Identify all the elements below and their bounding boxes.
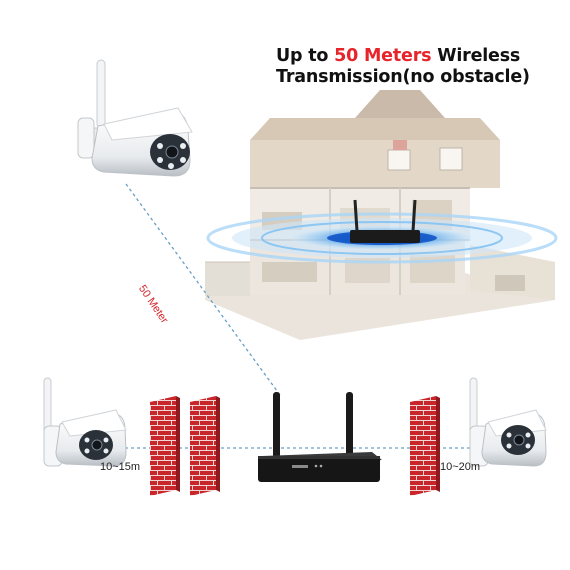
headline-prefix: Up to [276, 46, 335, 66]
headline-line-2: Transmission(no obstacle) [276, 67, 530, 87]
brick-wall-icon-1 [150, 396, 180, 496]
headline-line-1: Up to 50 Meters Wireless [276, 46, 566, 67]
range-label-left: 10~15m [100, 461, 141, 473]
camera-icon-left [43, 377, 127, 467]
headline: Up to 50 Meters Wireless Transmission(no… [276, 46, 566, 88]
distance-line-50m [125, 183, 281, 396]
camera-icon-right [469, 377, 547, 467]
range-label-right: 10~20m [440, 461, 481, 473]
nvr-in-house-icon [350, 199, 420, 243]
headline-highlight: 50 Meters [334, 46, 432, 66]
nvr-router-icon [258, 392, 382, 482]
brick-wall-icon-2 [190, 396, 220, 496]
brick-wall-icon-3 [410, 396, 440, 496]
headline-suffix: Wireless [431, 46, 521, 66]
camera-icon-top [77, 59, 193, 177]
